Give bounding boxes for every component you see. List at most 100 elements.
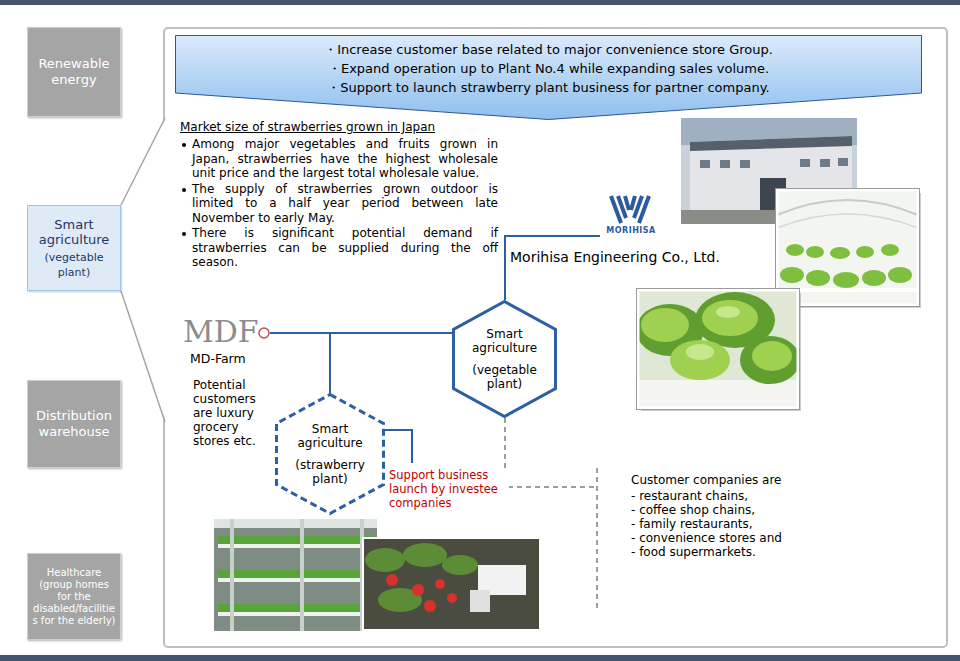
funnel (121, 118, 166, 422)
customer-note: Potential customers are luxury grocery s… (193, 378, 265, 448)
strawberry-rack-photo (300, 518, 304, 632)
bullet-note: Among major vegetables and fruits grown … (180, 137, 498, 181)
strawberry-robot-photo (447, 593, 457, 603)
node-title: Distribution warehouse (31, 408, 117, 440)
strawberry-robot-photo (470, 590, 490, 612)
support-note: Support business launch by investee comp… (389, 468, 509, 510)
business-hexagon: Smart agriculture (strawberry plant) (275, 393, 385, 515)
bullet-dot (182, 143, 186, 147)
greenhouse-photo (780, 244, 912, 288)
node-subtitle: ・Support to launch strawberry plant busi… (189, 78, 909, 97)
customer-list-item: - restaurant chains, (631, 489, 748, 503)
lettuce-photo (702, 300, 758, 336)
strawberry-robot-photo (363, 538, 540, 630)
business-hexagon: Smart agriculture (vegetable plant) (452, 300, 557, 418)
strawberry-rack-photo (213, 518, 378, 632)
strawberry-robot-photo (403, 543, 447, 567)
dashed-bracket (596, 468, 598, 612)
morihisa-logo-mark (631, 196, 635, 210)
category-tab: Renewable energy (27, 27, 121, 117)
node-subtitle: (strawberry plant) (287, 458, 373, 487)
node-title: Smart agriculture (287, 422, 373, 451)
morihisa-logo-mark (639, 196, 649, 223)
greenhouse-photo (856, 246, 874, 258)
node-outline (275, 393, 385, 515)
connector-line (330, 333, 452, 393)
leader-line (270, 332, 329, 334)
greenhouse-photo (777, 190, 918, 305)
node-text-block: Smart agriculture (strawberry plant) (287, 422, 373, 487)
morihisa-logo-mark (611, 196, 649, 223)
lettuce-photo (686, 306, 740, 360)
node-text-block: Healthcare (group homes for the disabled… (31, 567, 117, 627)
greenhouse-photo (777, 190, 918, 305)
strawberry-robot-photo (363, 538, 540, 630)
funnel (121, 118, 166, 422)
strawberry-rack-photo (218, 536, 373, 612)
category-tab: Distribution warehouse (27, 380, 121, 468)
strawberry-rack-photo (218, 604, 373, 612)
lettuce-photo (686, 344, 714, 360)
morihisa-logo-mark (625, 196, 629, 210)
leader-line (505, 236, 600, 300)
lettuce-photo (641, 300, 792, 380)
node-text-block: Smart agriculture(vegetable plant) (31, 217, 117, 280)
node-title: Renewable energy (31, 56, 117, 88)
customer-list-item: - food supermarkets. (631, 545, 756, 559)
node-text-block: Distribution warehouse (31, 408, 117, 440)
node-subtitle: (vegetable plant) (31, 250, 117, 280)
funnel (121, 291, 165, 422)
frame-bar (0, 0, 960, 5)
strawberry-robot-photo (424, 600, 436, 612)
strawberry-rack-photo (213, 518, 378, 528)
content-panel (164, 28, 947, 647)
node-subtitle: (vegetable plant) (464, 363, 546, 392)
strawberry-robot-photo (365, 548, 405, 572)
strawberry-robot-photo (435, 579, 445, 589)
bullet-dot (182, 188, 186, 192)
strawberry-robot-photo (363, 538, 540, 630)
leader-line (384, 430, 412, 463)
building-photo (820, 159, 830, 167)
goal-banner: ・Increase customer base related to major… (175, 35, 922, 120)
strawberry-rack-photo (218, 570, 373, 578)
company-name: Morihisa Engineering Co., Ltd. (510, 249, 720, 266)
leader-line (259, 328, 269, 338)
strawberry-rack-photo (230, 518, 234, 632)
lettuce-photo (670, 340, 730, 380)
morihisa-logo-mark (611, 196, 649, 223)
strawberry-rack-photo (218, 536, 373, 544)
section-heading: Market size of strawberries grown in Jap… (180, 120, 500, 135)
strawberry-rack-photo (213, 518, 378, 632)
lettuce-photo (752, 341, 792, 371)
company-name: MD-Farm (190, 351, 246, 366)
lettuce-photo (637, 289, 800, 410)
banner-outline (176, 36, 922, 120)
building-photo (838, 158, 848, 166)
bullet-note: There is significant potential demand if… (180, 226, 498, 270)
greenhouse-photo (881, 244, 899, 256)
lettuce-photo (716, 306, 740, 318)
lettuce-photo (636, 292, 800, 384)
customer-list-heading: Customer companies are (631, 473, 782, 487)
bullet-list: Among major vegetables and fruits grown … (180, 136, 498, 270)
lettuce-photo (740, 336, 800, 384)
strawberry-rack-photo (218, 544, 373, 548)
customer-list-item: - coffee shop chains, (631, 503, 755, 517)
building-photo (700, 160, 710, 168)
customer-list-item: - family restaurants, (631, 517, 753, 531)
lettuce-photo (638, 290, 798, 408)
greenhouse-photo (862, 270, 886, 286)
category-tab: Healthcare (group homes for the disabled… (27, 553, 121, 640)
lettuce-photo (638, 380, 798, 408)
bullet-note: The supply of strawberries grown outdoor… (180, 182, 498, 226)
node-title: Smart agriculture (464, 327, 546, 356)
building-photo (720, 160, 730, 168)
bullet-dot (182, 232, 186, 236)
node-text-block: Smart agriculture (vegetable plant) (464, 327, 546, 392)
strawberry-rack-photo (218, 578, 373, 582)
